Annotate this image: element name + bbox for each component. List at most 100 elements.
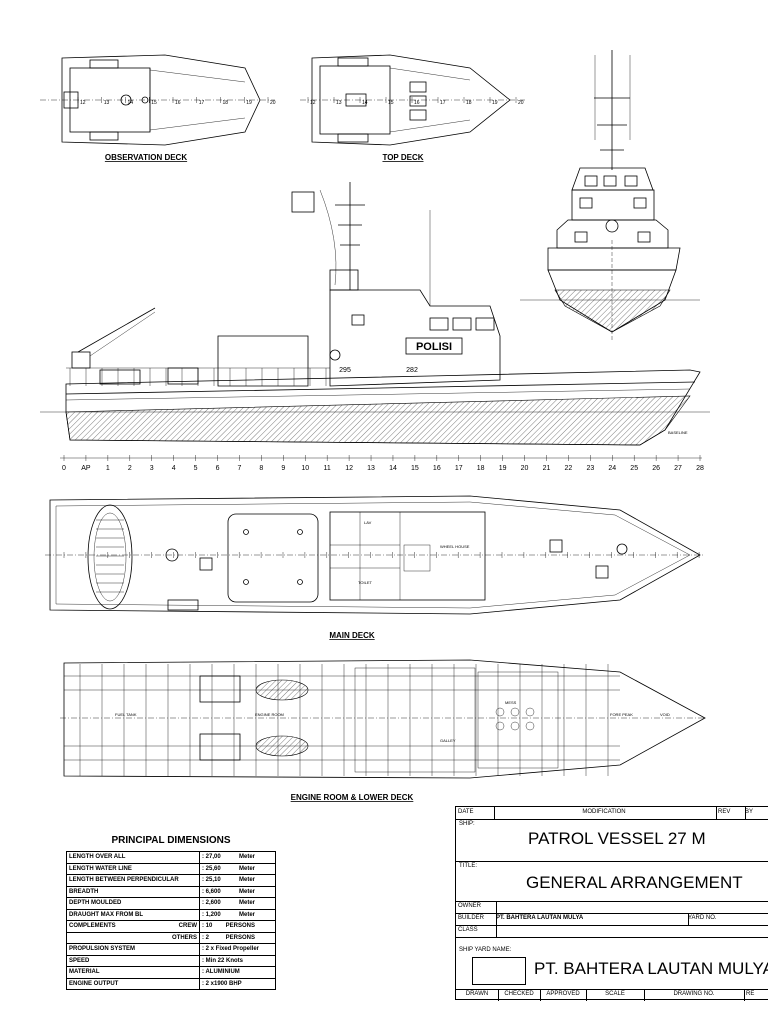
deck-frame-label: 15 [388, 100, 394, 106]
by-cell: BY [745, 809, 754, 815]
frame-tick-label: 11 [324, 465, 331, 472]
frame-tick-label: 25 [630, 465, 638, 472]
deck-frame-label: 15 [151, 100, 157, 106]
frame-tick-label: 14 [389, 465, 397, 472]
frame-tick-label: 5 [194, 465, 198, 472]
frame-tick-label: 19 [499, 465, 507, 472]
dimension-unit: Meter [238, 854, 255, 861]
title-label: TITLE: [459, 863, 478, 869]
mess-label: MESS [505, 700, 517, 705]
dimension-unit: Meter [238, 888, 255, 895]
checked-cell: CHECKED [498, 989, 541, 1001]
deck-frame-label: 17 [440, 100, 446, 106]
dimension-unit: PERSONS [225, 923, 255, 930]
frame-tick-label: 21 [543, 465, 551, 472]
frame-tick-label: 23 [586, 465, 594, 472]
frame-tick-label: AP [81, 465, 91, 472]
class-row: CLASS [456, 925, 768, 938]
dimension-value: : 10 [202, 923, 213, 930]
frame-tick-label: 10 [301, 465, 309, 472]
dimension-value: : Min 22 Knots [202, 957, 244, 964]
engine-room-label: ENGINE ROOM [255, 712, 284, 717]
baseline-label: BASELINE [668, 430, 688, 435]
frame-tick-label: 26 [652, 465, 660, 472]
dimension-name: SPEED [69, 957, 90, 964]
deck-frame-label: 20 [518, 100, 524, 106]
owner-row: OWNER [456, 901, 768, 914]
frame-tick-label: 0 [62, 465, 66, 472]
deck-frame-label: 19 [246, 100, 252, 106]
galley-label: GALLEY [440, 738, 456, 743]
dimension-subname: OTHERS [171, 934, 197, 941]
main-deck-frame-scale [63, 552, 700, 558]
frame-tick-label: 24 [608, 465, 616, 472]
frame-tick-label: 9 [281, 465, 285, 472]
frame-tick-label: 20 [521, 465, 529, 472]
frame-tick-label: 6 [216, 465, 220, 472]
frame-tick-label: 4 [172, 465, 176, 472]
hull-number-aft: 295 [339, 367, 351, 374]
deck-frame-label: 20 [270, 100, 276, 106]
deck-frame-label: 13 [336, 100, 342, 106]
signature-row: DRAWN CHECKED APPROVED SCALE DRAWING NO.… [456, 989, 768, 1001]
frame-tick-label: 22 [565, 465, 573, 472]
observation-deck-label: OBSERVATION DECK [105, 153, 187, 162]
principal-dimensions-table: PRINCIPAL DIMENSIONS LENGTH OVER ALL: 27… [66, 835, 276, 990]
rev-cell: REV [716, 807, 746, 819]
wheel-house-label: WHEEL HOUSE [440, 544, 470, 549]
ship-name: PATROL VESSEL 27 M [528, 829, 706, 848]
principal-dimensions-title: PRINCIPAL DIMENSIONS [111, 835, 231, 846]
fore-peak-label: FORE PEAK [610, 712, 633, 717]
frame-tick-label: 28 [696, 465, 704, 472]
dimension-unit: Meter [238, 911, 255, 918]
dimension-name: LENGTH WATER LINE [69, 865, 132, 872]
dimension-unit: Meter [238, 877, 255, 884]
frame-tick-label: 13 [367, 465, 375, 472]
dimension-row: ENGINE OUTPUT: 2 x1900 BHP [66, 977, 276, 990]
re-cell: RE [746, 991, 755, 997]
dimension-name: LENGTH BETWEEN PERPENDICULAR [69, 877, 179, 884]
dimension-value: : 2,600 [202, 900, 221, 907]
frame-tick-label: 15 [411, 465, 419, 472]
deck-frame-label: 16 [414, 100, 420, 106]
lav-label: LAV [364, 520, 372, 525]
scale-cell: SCALE [586, 989, 645, 1001]
frame-tick-label: 1 [106, 465, 110, 472]
engine-room-label-title: ENGINE ROOM & LOWER DECK [291, 793, 414, 802]
dimension-row: MATERIAL : ALUMINIUM [66, 966, 276, 979]
deck-frame-label: 12 [80, 100, 86, 106]
date-cell: DATE [456, 807, 495, 819]
frame-tick-label: 2 [128, 465, 132, 472]
revision-row: DATE MODIFICATION REV BY [456, 807, 768, 820]
toilet-label: TOILET [358, 580, 372, 585]
dimension-value: : ALUMINIUM [202, 969, 240, 976]
dimension-name: DEPTH MOULDED [69, 900, 122, 907]
dimension-subname: CREW [178, 923, 197, 930]
top-deck-label: TOP DECK [382, 153, 423, 162]
dimension-name: MATERIAL [69, 969, 100, 976]
deck-frame-label: 14 [362, 100, 368, 106]
approved-cell: APPROVED [540, 989, 587, 1001]
dimension-name: BREADTH [69, 888, 99, 895]
frame-tick-label: 3 [150, 465, 154, 472]
frame-tick-label: 12 [345, 465, 353, 472]
title-block: DATE MODIFICATION REV BY SHIP: PATROL VE… [455, 806, 768, 1001]
drawn-cell: DRAWN [456, 989, 499, 1001]
dimension-value: : 2 x Fixed Propeller [202, 946, 260, 953]
owner-label: OWNER [456, 901, 497, 913]
hull-number-fwd: 282 [406, 367, 418, 374]
main-deck-plan: LAV WHEEL HOUSE TOILET [45, 495, 705, 615]
deck-frame-label: 16 [175, 100, 181, 106]
